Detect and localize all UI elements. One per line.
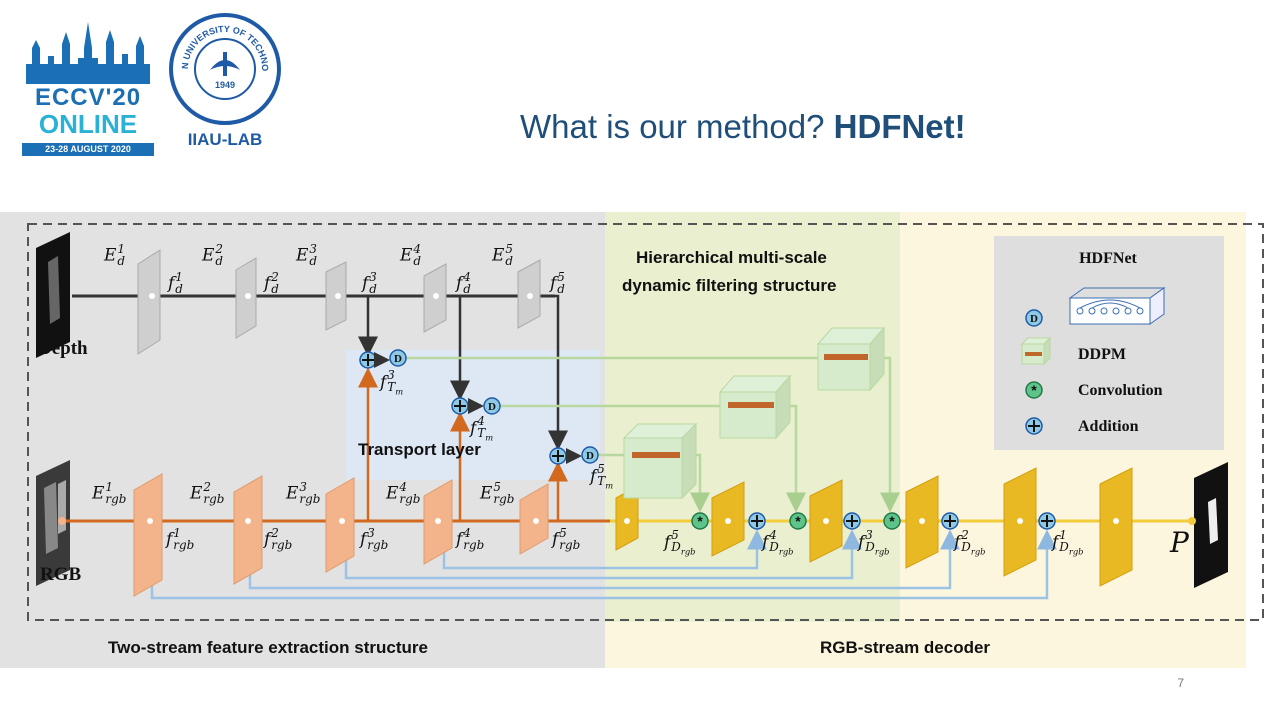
svg-text:*: *: [889, 513, 895, 529]
convolution-icon: [883, 512, 901, 530]
university-seal-icon: DALIAN UNIVERSITY OF TECHNOLOGY 1949: [168, 12, 281, 125]
decoder-block-1b: [1099, 467, 1133, 587]
legend: HDFNet D DDPM * Convolution Addition: [994, 236, 1224, 450]
transport-layer-label: Transport layer: [358, 440, 481, 459]
transport-ops: D D D: [359, 349, 599, 465]
decoder-label: RGB-stream decoder: [820, 638, 991, 657]
svg-text:HDFNet: HDFNet: [1079, 250, 1137, 267]
svg-text:D: D: [394, 353, 402, 365]
hierarchical-label-line1: Hierarchical multi-scale: [636, 248, 827, 267]
svg-text:Convolution: Convolution: [1078, 382, 1163, 399]
svg-text:*: *: [795, 513, 801, 529]
d-op-icon: [581, 446, 599, 464]
slide-title: What is our method? HDFNet!: [520, 108, 966, 145]
ddpm-cube-5: [622, 422, 698, 500]
decoder-ops: * * *: [691, 512, 1056, 530]
svg-text:Addition: Addition: [1078, 418, 1139, 435]
depth-block-1: [137, 249, 161, 355]
eccv-name: ECCV'20: [34, 84, 142, 111]
legend-d-icon: [1025, 309, 1043, 327]
output-label: P: [1170, 526, 1189, 559]
iiau-lab-label: IIAU-LAB: [187, 130, 263, 149]
d-op-icon: [389, 349, 407, 367]
eccv-online: ONLINE: [38, 109, 138, 139]
svg-text:*: *: [1031, 382, 1037, 398]
network-boundary: [27, 223, 1264, 621]
svg-text:D: D: [586, 450, 594, 462]
output-saliency-map: [1194, 462, 1228, 588]
dynamic-line-4: [500, 404, 806, 513]
svg-text:D: D: [488, 401, 496, 413]
rgb-input-image: [36, 460, 70, 586]
dut-logo: DALIAN UNIVERSITY OF TECHNOLOGY 1949 IIA…: [168, 12, 282, 152]
depth-drop-3: [348, 294, 378, 357]
convolution-icon: [789, 512, 807, 530]
rgb-label: RGB: [40, 564, 82, 585]
rgb-encoder-blocks: [133, 473, 549, 597]
depth-input-image: [36, 232, 70, 358]
rgb-block-1: [133, 473, 163, 597]
ddpm-cube-3: [816, 326, 886, 392]
legend-network-icon: [1068, 287, 1166, 325]
eccv-logo: ECCV'20 ONLINE 23-28 AUGUST 2020: [22, 18, 154, 156]
svg-text:DDPM: DDPM: [1078, 346, 1126, 363]
ddpm-cube-4: [718, 374, 792, 440]
decoder-label-region: [605, 622, 1246, 668]
dynamic-line-3: [406, 356, 900, 513]
two-stream-label: Two-stream feature extraction structure: [108, 638, 428, 657]
svg-text:1949: 1949: [215, 80, 235, 90]
depth-label: Depth: [38, 338, 88, 359]
page-number: 7: [1177, 676, 1184, 690]
svg-text:*: *: [697, 513, 703, 529]
svg-text:D: D: [1030, 313, 1038, 325]
depth-drop-4: [440, 294, 470, 401]
rgb-block-2: [233, 475, 263, 585]
castle-icon: [26, 22, 150, 84]
rgb-block-3: [325, 477, 355, 573]
depth-drop-5: [540, 294, 568, 451]
legend-convolution-icon: [1025, 381, 1043, 399]
eccv-date: 23-28 AUGUST 2020: [22, 143, 154, 156]
convolution-icon: [691, 512, 709, 530]
hierarchical-label-line2: dynamic filtering structure: [622, 276, 837, 295]
d-op-icon: [483, 397, 501, 415]
legend-ddpm-icon: [1020, 336, 1052, 366]
